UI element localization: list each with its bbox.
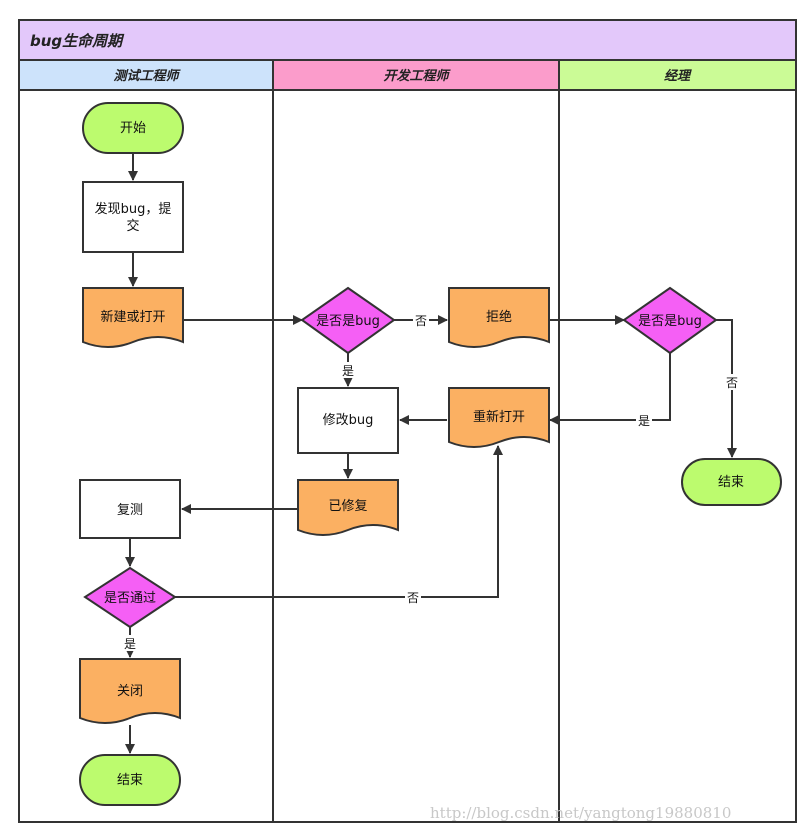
diagram-title: bug生命周期 [30,32,125,50]
lane-title-manager: 经理 [664,68,692,84]
discover-label-line2: 交 [126,218,139,234]
title-bar [18,19,797,61]
discover-node [82,181,184,253]
start-node [82,102,184,154]
edge-passed-reopen [175,445,503,598]
fixed-node [297,479,399,536]
edge-mgr-reopen [549,353,671,425]
new-open-node [82,287,184,348]
end-node-manager [681,458,782,506]
fix-node [297,387,399,454]
close-node [79,658,181,724]
edge-label-pass-yes: 是 [124,637,136,651]
end-node-tester [79,754,181,806]
edge-label-mgr-yes: 是 [638,414,650,428]
retest-node [79,479,181,539]
edge-label-pass-no: 否 [407,591,419,605]
passed-node [83,566,177,629]
isbug-dev-label: 是否是bug [316,314,380,329]
reopen-node [448,387,550,448]
new-open-label: 新建或打开 [100,309,165,325]
edge-label-mgr-no: 否 [726,376,738,390]
passed-label: 是否通过 [104,591,156,606]
reopen-label: 重新打开 [473,409,525,425]
lane-header-tester [18,59,274,91]
start-label: 开始 [120,121,146,136]
discover-label-line1: 发现bug，提 [95,201,172,217]
lane-title-tester: 测试工程师 [113,68,181,84]
isbug-dev-node [300,286,396,355]
retest-label: 复测 [117,503,143,518]
end-manager-label: 结束 [718,475,744,490]
reject-node [448,287,550,348]
fixed-label: 已修复 [328,499,367,514]
edge-label-dev-yes: 是 [342,364,354,378]
isbug-mgr-label: 是否是bug [638,314,702,329]
lane-developer [272,89,560,823]
end-tester-label: 结束 [117,773,143,788]
close-label: 关闭 [117,684,143,699]
fix-label: 修改bug [323,413,374,428]
watermark: http://blog.csdn.net/yangtong19880810 [430,804,731,822]
lane-title-developer: 开发工程师 [383,68,451,84]
lane-manager [558,89,797,823]
edge-mgr-end [716,319,737,458]
isbug-mgr-node [622,286,718,355]
reject-label: 拒绝 [486,309,512,325]
edge-label-dev-no: 否 [415,314,427,328]
